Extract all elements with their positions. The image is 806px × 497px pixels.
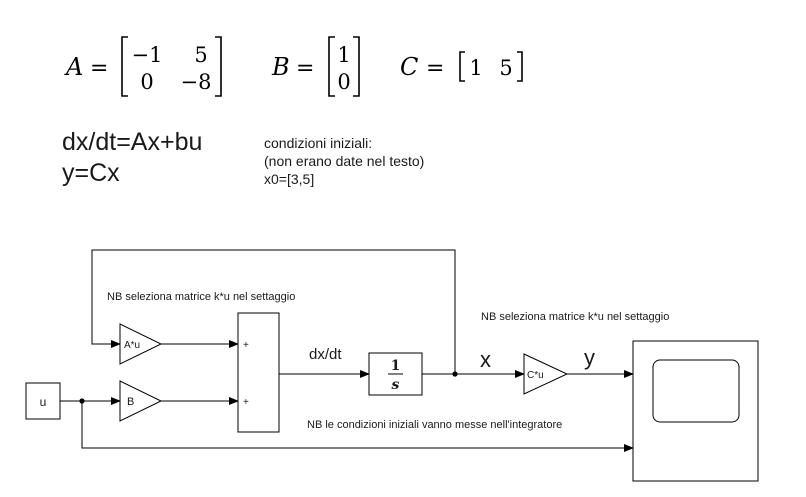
initial-conditions-line: (non erano date nel testo) (264, 153, 424, 169)
matrix-a-right-bracket (215, 36, 222, 97)
blocks: u A*u B + + 1 s C*u (25, 312, 759, 482)
gain-a-label: A*u (124, 340, 140, 351)
matrix-b: B = 1 0 (271, 36, 360, 97)
input-block-label: u (40, 395, 47, 409)
gain-a-block[interactable] (119, 323, 163, 365)
gain-b-label: B (127, 396, 134, 408)
matrix-c-left-bracket (459, 51, 465, 82)
matrix-a-cell: 0 (140, 70, 153, 94)
note-gain-c: NB seleziona matrice k*u nel settaggio (481, 311, 669, 323)
note-integrator: NB le condizioni iniziali vanno messe ne… (307, 419, 562, 431)
wire-feedback-to-a (91, 249, 456, 374)
integrator-denominator: s (392, 377, 400, 393)
wire-u-to-scope (81, 401, 634, 452)
initial-conditions: condizioni iniziali: (non erano date nel… (264, 135, 424, 187)
signal-y-label: y (584, 345, 595, 370)
matrix-b-name: B (271, 53, 290, 81)
state-equation: dx/dt=Ax+bu (62, 128, 202, 156)
matrix-a-cell: −8 (181, 70, 212, 94)
scope-screen-icon (652, 359, 740, 423)
gain-c-block[interactable] (523, 353, 569, 395)
matrix-c-cell: 1 (469, 56, 482, 80)
matrix-a-name: A (64, 53, 83, 81)
branch-point-u (79, 398, 85, 404)
signal-dxdt-label: dx/dt (309, 346, 342, 363)
matrix-b-cell: 0 (337, 70, 350, 94)
annotations: NB seleziona matrice k*u nel settaggio N… (107, 291, 669, 431)
matrix-b-cell: 1 (337, 43, 350, 67)
matrix-c-right-bracket (517, 51, 523, 82)
matrix-b-left-bracket (328, 36, 335, 97)
matrix-a-cell: 5 (194, 43, 207, 67)
matrix-a-cell: −1 (132, 43, 163, 67)
output-equation: y=Cx (62, 159, 120, 187)
signal-x-label: x (480, 347, 491, 372)
wires (60, 249, 634, 452)
input-block[interactable] (25, 382, 61, 420)
signal-labels: dx/dt x y (309, 345, 595, 372)
matrix-c-cell: 5 (499, 56, 512, 80)
integrator-numerator: 1 (391, 358, 401, 374)
matrix-b-right-bracket (353, 36, 360, 97)
gain-b-block[interactable] (119, 380, 163, 422)
matrix-a: A = −1 5 0 −8 (64, 36, 222, 97)
branch-point-x (452, 371, 458, 377)
matrix-c-name: C (400, 53, 418, 81)
sum-block[interactable] (237, 312, 280, 433)
equations: dx/dt=Ax+bu y=Cx (62, 128, 202, 187)
initial-conditions-line: condizioni iniziali: (264, 135, 372, 151)
sum-plus-sign: + (243, 340, 249, 351)
initial-conditions-line: x0=[3,5] (264, 171, 314, 187)
matrix-a-left-bracket (121, 36, 128, 97)
matrix-c: C = 1 5 (400, 51, 523, 82)
matrix-b-equals: = (296, 56, 314, 81)
gain-c-label: C*u (527, 370, 544, 381)
matrix-c-equals: = (426, 56, 444, 81)
matrix-a-equals: = (90, 56, 108, 81)
note-gain-a: NB seleziona matrice k*u nel settaggio (107, 291, 295, 303)
sum-plus-sign: + (243, 397, 249, 408)
